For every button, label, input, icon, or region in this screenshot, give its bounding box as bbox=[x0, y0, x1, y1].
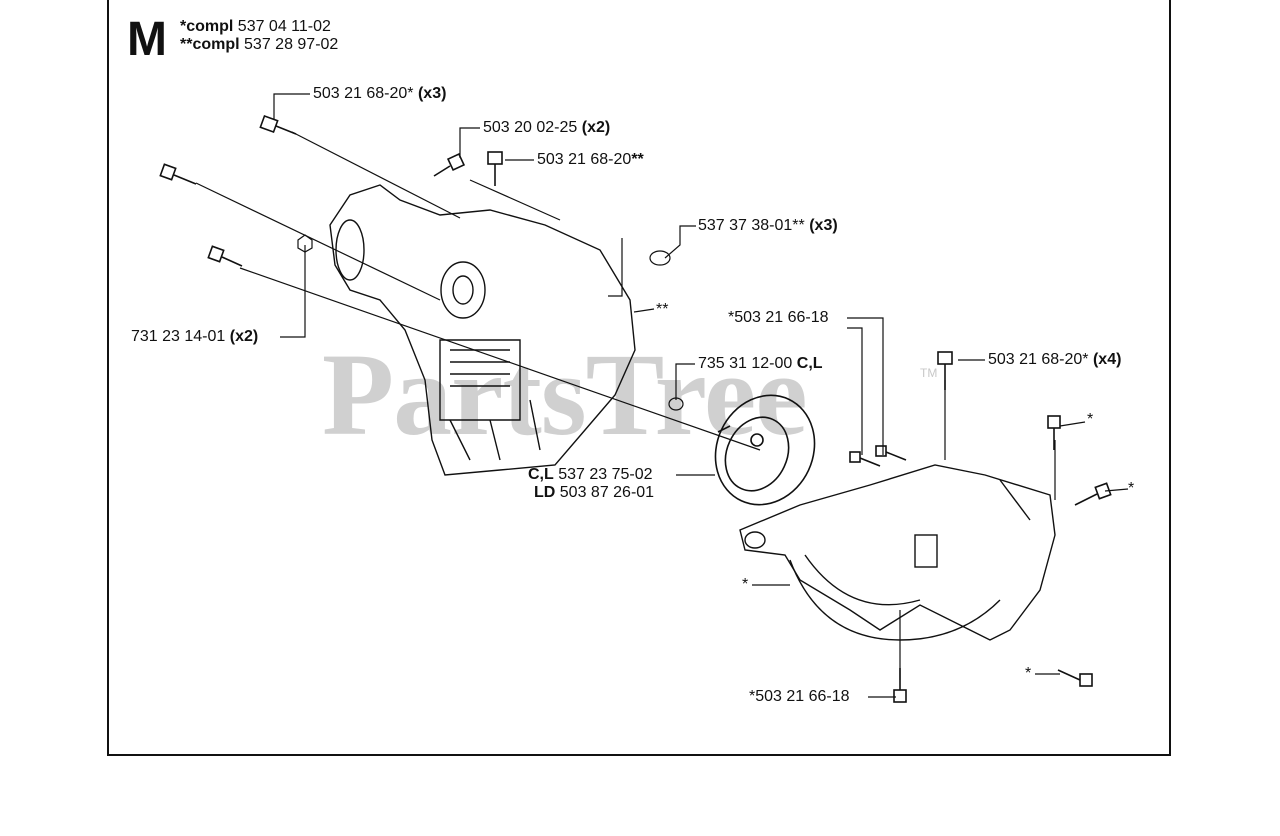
compl-line-1: *compl 537 04 11-02 bbox=[180, 18, 331, 35]
leader-line bbox=[608, 238, 623, 297]
label-503-21-66-18-top: *503 21 66-18 bbox=[728, 309, 829, 326]
screw-star-right bbox=[1074, 482, 1112, 506]
screw-503-21-68-20-left bbox=[259, 114, 297, 135]
screw-pair-middle bbox=[849, 445, 907, 467]
section-letter: M bbox=[127, 13, 167, 66]
label-503-21-68-20-x3: 503 21 68-20* (x3) bbox=[313, 85, 447, 102]
watermark-trademark: TM bbox=[920, 366, 938, 380]
label-537-37-38-01-x3: 537 37 38-01** (x3) bbox=[698, 217, 838, 234]
screw-503-21-68-20-top bbox=[487, 151, 503, 186]
leader-line bbox=[664, 225, 696, 259]
label-503-21-68-20-x4: 503 21 68-20* (x4) bbox=[988, 351, 1122, 368]
label-star-right: * bbox=[1128, 480, 1135, 497]
complete-kit-list: *compl 537 04 11-02 **compl 537 28 97-02 bbox=[180, 18, 338, 54]
leader-line bbox=[847, 327, 863, 455]
label-503-21-66-18-bottom: *503 21 66-18 bbox=[749, 688, 850, 705]
leader-line bbox=[1059, 421, 1086, 427]
leader-line bbox=[633, 308, 655, 313]
label-503-20-02-25-x2: 503 20 02-25 (x2) bbox=[483, 119, 611, 136]
label-503-21-68-20-dstar: 503 21 68-20** bbox=[537, 151, 644, 168]
leader-line bbox=[280, 245, 306, 338]
leader-line bbox=[847, 317, 884, 455]
label-double-star: ** bbox=[656, 301, 669, 318]
nut-731-23-14-01 bbox=[297, 234, 313, 253]
clutch-drum-537-23-75-02 bbox=[714, 394, 816, 506]
screw-star-upper bbox=[1047, 415, 1061, 450]
label-735-31-12-00: 735 31 12-00 C,L bbox=[698, 355, 823, 372]
bushing-537-37-38-01 bbox=[649, 250, 671, 266]
label-731-23-14-01-x2: 731 23 14-01 (x2) bbox=[131, 328, 259, 345]
diagram-frame bbox=[107, 0, 1171, 756]
leader-line bbox=[675, 363, 695, 400]
label-537-23-75-02: C,L 537 23 75-02 bbox=[528, 466, 653, 483]
watermark: PartsTree bbox=[322, 329, 808, 460]
screw-731-left-upper bbox=[159, 163, 197, 185]
screw-503-21-68-20-right bbox=[937, 351, 953, 390]
circlip-735-31-12-00 bbox=[668, 397, 684, 411]
screw-503-20-02-25 bbox=[433, 152, 466, 177]
label-star-upper: * bbox=[1087, 411, 1094, 428]
crankcase-half-right bbox=[739, 464, 1056, 641]
leader-line bbox=[273, 93, 310, 120]
screw-731-left-lower bbox=[207, 245, 243, 267]
label-star-left: * bbox=[742, 576, 749, 593]
crankcase-half-left bbox=[329, 184, 636, 476]
screw-star-lower-right bbox=[1057, 669, 1093, 687]
label-star-lower-right: * bbox=[1025, 665, 1032, 682]
leader-line bbox=[459, 127, 480, 158]
screw-503-21-66-18-bottom bbox=[893, 668, 907, 703]
label-503-87-26-01: LD 503 87 26-01 bbox=[534, 484, 655, 501]
compl-line-2: **compl 537 28 97-02 bbox=[180, 36, 339, 53]
